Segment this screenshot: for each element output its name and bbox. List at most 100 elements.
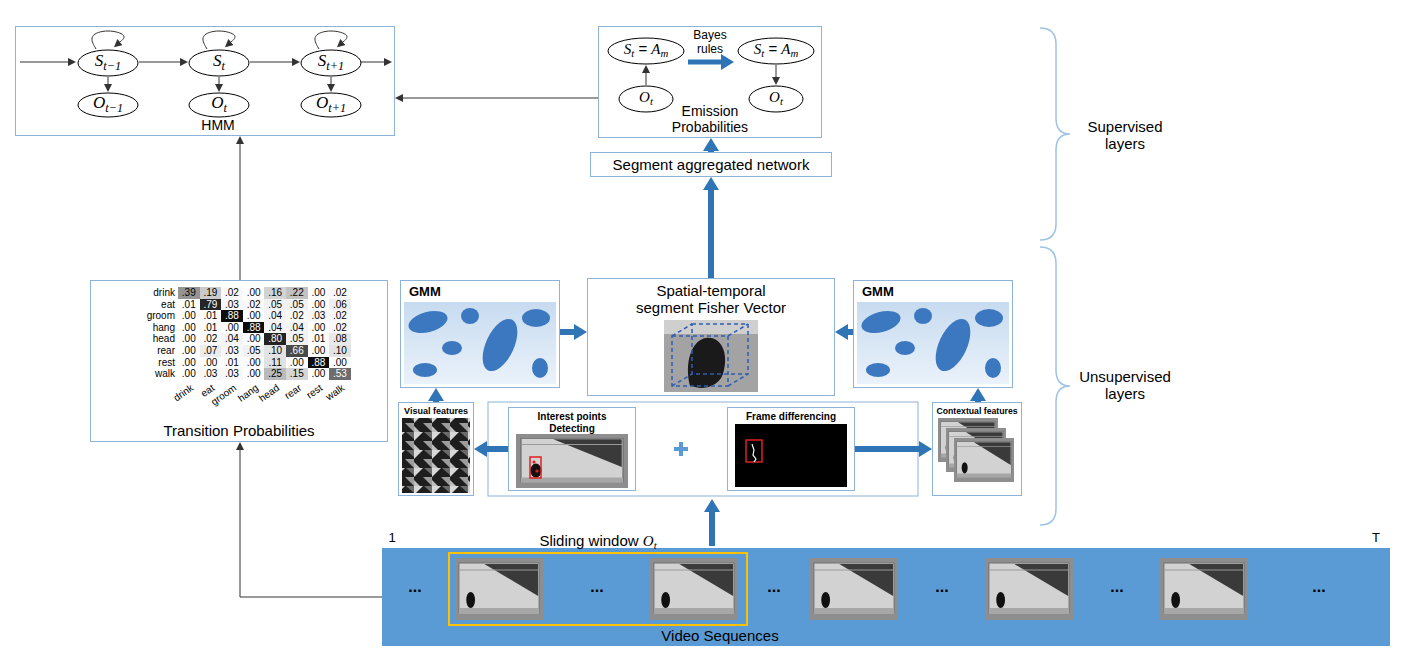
matrix-cell: .53 [329,368,351,380]
bayes-arrow [688,60,721,65]
transition-arrow [203,31,235,49]
node-text: St = Am [754,40,799,62]
transition-arrow [250,62,292,63]
node-text: Ot [769,88,783,110]
node-text: Emission Probabilities [665,103,755,135]
contextual-feature-image [938,418,1014,482]
matrix-cell: .01 [178,299,200,311]
column-label: groom [191,382,239,421]
transition-arrow [219,77,220,84]
node-text: Contextual features [936,406,1017,416]
video-frame [1160,558,1248,620]
observation-ellipse: Ot−1 [77,92,139,118]
observation-ellipse: Ot [748,85,804,113]
row-label: head [118,333,175,345]
detector-panel: Frame differencing [727,407,855,491]
observation-ellipse: Ot [618,85,674,113]
matrix-cell: .05 [264,299,286,311]
flow-arrow [709,512,715,546]
transition-arrow [240,144,241,280]
matrix-cell: .04 [286,322,308,334]
matrix-cell: .00 [329,357,351,369]
matrix-cell: .15 [286,368,308,380]
matrix-cell: .66 [286,345,308,357]
row-label: groom [118,310,175,322]
matrix-cell: .05 [286,333,308,345]
network-box: Segment aggregated network [590,152,832,177]
node-text: Visual features [404,406,468,416]
ellipsis: ... [583,578,611,596]
transition-arrow [776,65,777,77]
matrix-cell: .06 [329,299,351,311]
node-text: HMM [201,117,234,133]
ellipse-shape [189,50,249,76]
interest-point-image [516,434,628,488]
flow-arrow [708,190,714,278]
feature-panel: Visual features [398,402,474,496]
node-text: Spatial-temporal segment Fisher Vector [626,282,796,316]
plus-sign [674,442,688,456]
matrix-cell: .00 [286,357,308,369]
node-text: St−1 [95,51,121,76]
transition-arrow [92,31,124,49]
matrix-cell: .05 [243,345,265,357]
matrix-cell: .00 [308,287,330,299]
frame-difference-image [735,424,847,487]
matrix-cell: .03 [221,299,243,311]
matrix-cell: .00 [243,333,265,345]
flow-arrow [487,446,508,452]
ellipsis: ... [401,578,429,596]
node-text: Ot−1 [93,93,123,118]
ellipse-shape [301,50,361,76]
matrix-cell: .02 [329,287,351,299]
transition-arrow [315,31,347,49]
row-label: hang [118,322,175,334]
matrix-cell: .79 [200,299,222,311]
feature-panel: Contextual features [932,402,1022,496]
flow-arrow [855,446,919,452]
ellipsis: ... [1305,578,1333,596]
node-text: Segment aggregated network [613,156,810,173]
matrix-cell: .00 [243,357,265,369]
matrix-cell: .00 [308,345,330,357]
chain-arrow [361,62,384,63]
matrix-cell: .00 [178,368,200,380]
node-text: Ot [639,88,653,110]
node-text: Ot+1 [316,93,346,118]
matrix-cell: .08 [329,333,351,345]
matrix-cell: .04 [264,310,286,322]
ellipse-shape [749,86,803,112]
state-ellipse: St = Am [607,37,685,65]
ellipsis: ... [1103,578,1131,596]
matrix-cell: .00 [178,357,200,369]
matrix-cell: .03 [221,368,243,380]
row-label: walk [118,368,175,380]
matrix-cell: .02 [329,310,351,322]
observation-ellipse: Ot+1 [300,92,362,118]
matrix-cell: .25 [264,368,286,380]
matrix-cell: .88 [221,310,243,322]
row-label: drink [118,287,175,299]
row-label: rest [118,357,175,369]
matrix-cell: .03 [221,345,243,357]
matrix-cell: .03 [308,310,330,322]
matrix-cell: .07 [200,345,222,357]
matrix-cell: .02 [286,310,308,322]
gaussian-mixture-art [857,302,1009,384]
matrix-cell: .00 [308,299,330,311]
state-ellipse: St+1 [300,49,362,77]
transition-arrow [139,62,180,63]
gaussian-mixture-art [404,302,556,384]
column-label: drink [148,382,196,421]
model-panel: GMM [853,280,1013,388]
video-strip-band [382,548,1390,646]
layer-brace [1040,28,1070,240]
node-text: St+1 [318,51,344,76]
video-frame [985,558,1073,620]
matrix-cell: .00 [308,368,330,380]
state-ellipse: St [188,49,250,77]
layer-brace [1040,247,1070,525]
ellipse-shape [738,38,814,64]
matrix-cell: .00 [243,368,265,380]
